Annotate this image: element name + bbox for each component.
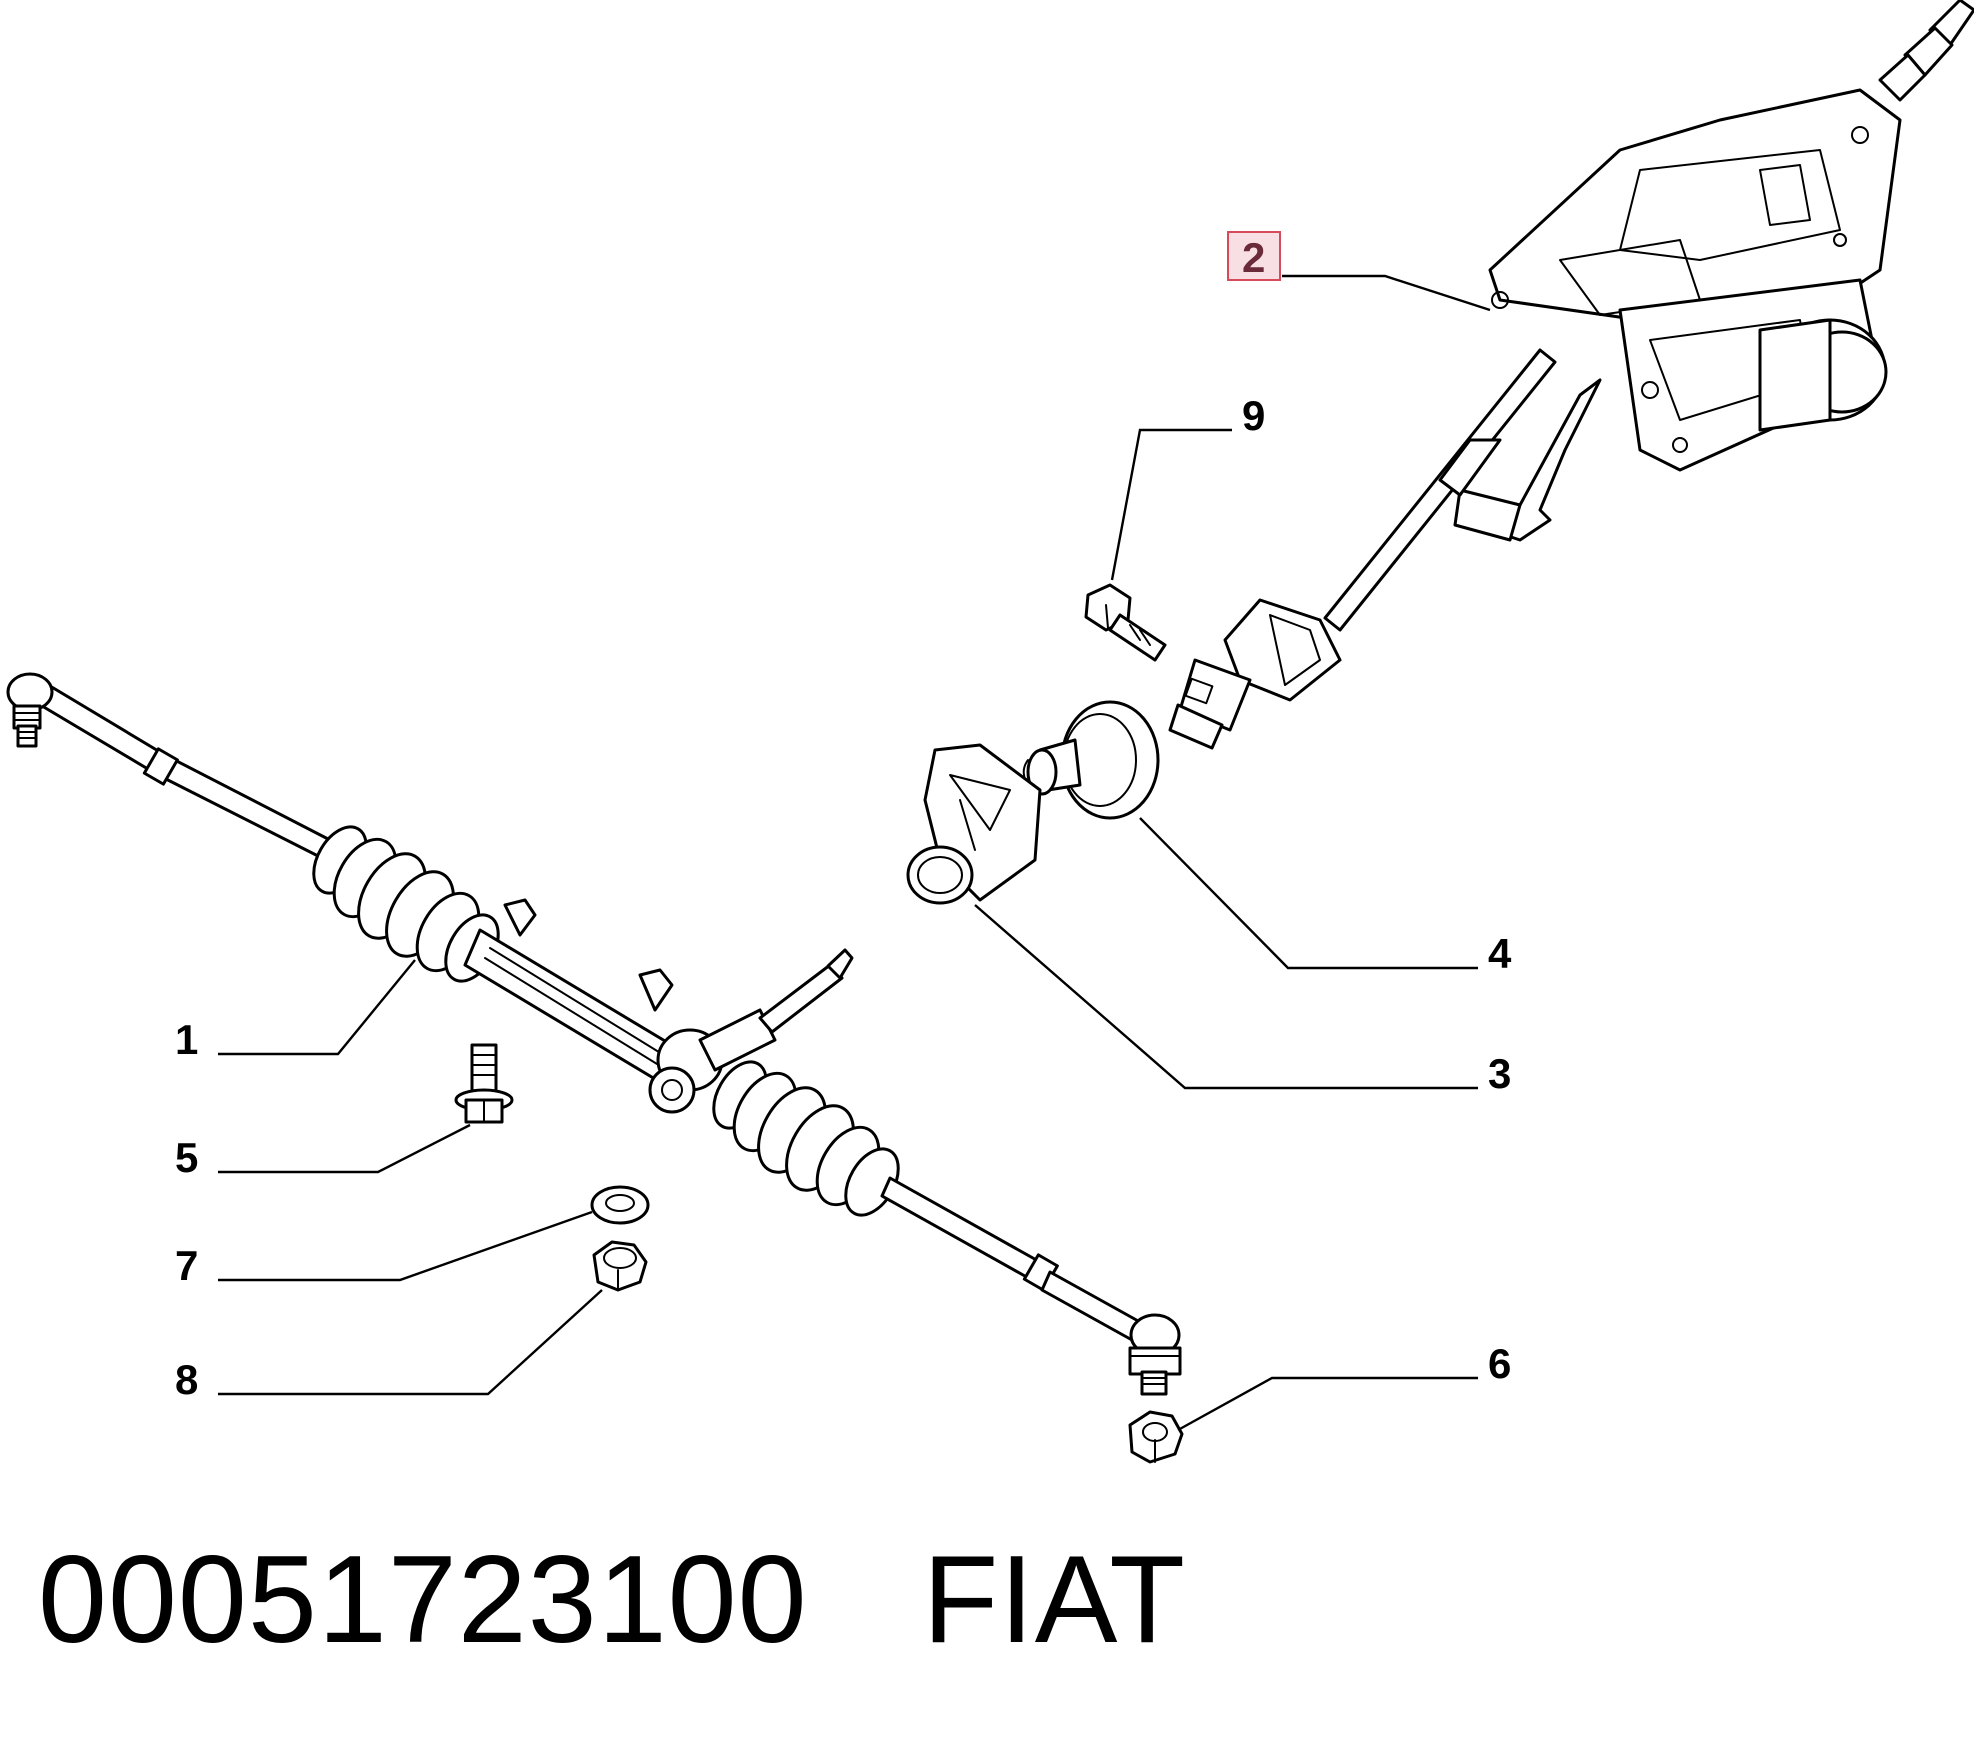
callout-4[interactable]: 4 bbox=[1488, 930, 1512, 977]
leader-4 bbox=[1139, 817, 1478, 970]
leader-7 bbox=[218, 1210, 593, 1282]
boot-part-3[interactable] bbox=[906, 743, 1042, 905]
part-number: 00051723100 bbox=[38, 1531, 808, 1669]
callout-7[interactable]: 7 bbox=[175, 1242, 198, 1289]
callout-9[interactable]: 9 bbox=[1242, 392, 1265, 439]
callout-5[interactable]: 5 bbox=[175, 1134, 198, 1181]
callout-2-highlighted[interactable]: 2 bbox=[1227, 231, 1281, 281]
leader-2 bbox=[1282, 274, 1491, 312]
callout-6[interactable]: 6 bbox=[1488, 1340, 1511, 1387]
bolt-part-9[interactable] bbox=[1084, 583, 1167, 662]
callout-3[interactable]: 3 bbox=[1488, 1050, 1511, 1097]
leader-3 bbox=[974, 904, 1478, 1090]
leader-9 bbox=[1110, 428, 1232, 581]
steering-rack[interactable] bbox=[6, 672, 1182, 1396]
washer-part-7[interactable] bbox=[590, 1185, 650, 1225]
seal-part-4[interactable] bbox=[1022, 700, 1160, 820]
callout-8[interactable]: 8 bbox=[175, 1356, 198, 1403]
callout-2-highlight-box bbox=[1227, 231, 1281, 281]
bolt-part-5[interactable] bbox=[454, 1043, 514, 1124]
brand-name: FIAT bbox=[922, 1531, 1187, 1669]
leader-5 bbox=[218, 1123, 471, 1174]
leader-6 bbox=[1177, 1376, 1478, 1432]
nut-part-8[interactable] bbox=[592, 1240, 648, 1292]
steering-column[interactable] bbox=[1168, 0, 1974, 750]
callout-1[interactable]: 1 bbox=[175, 1016, 198, 1063]
leader-1 bbox=[218, 959, 416, 1056]
leader-8 bbox=[218, 1289, 603, 1396]
callout-2[interactable]: 2 bbox=[1242, 234, 1265, 281]
nut-part-6[interactable] bbox=[1128, 1410, 1184, 1464]
